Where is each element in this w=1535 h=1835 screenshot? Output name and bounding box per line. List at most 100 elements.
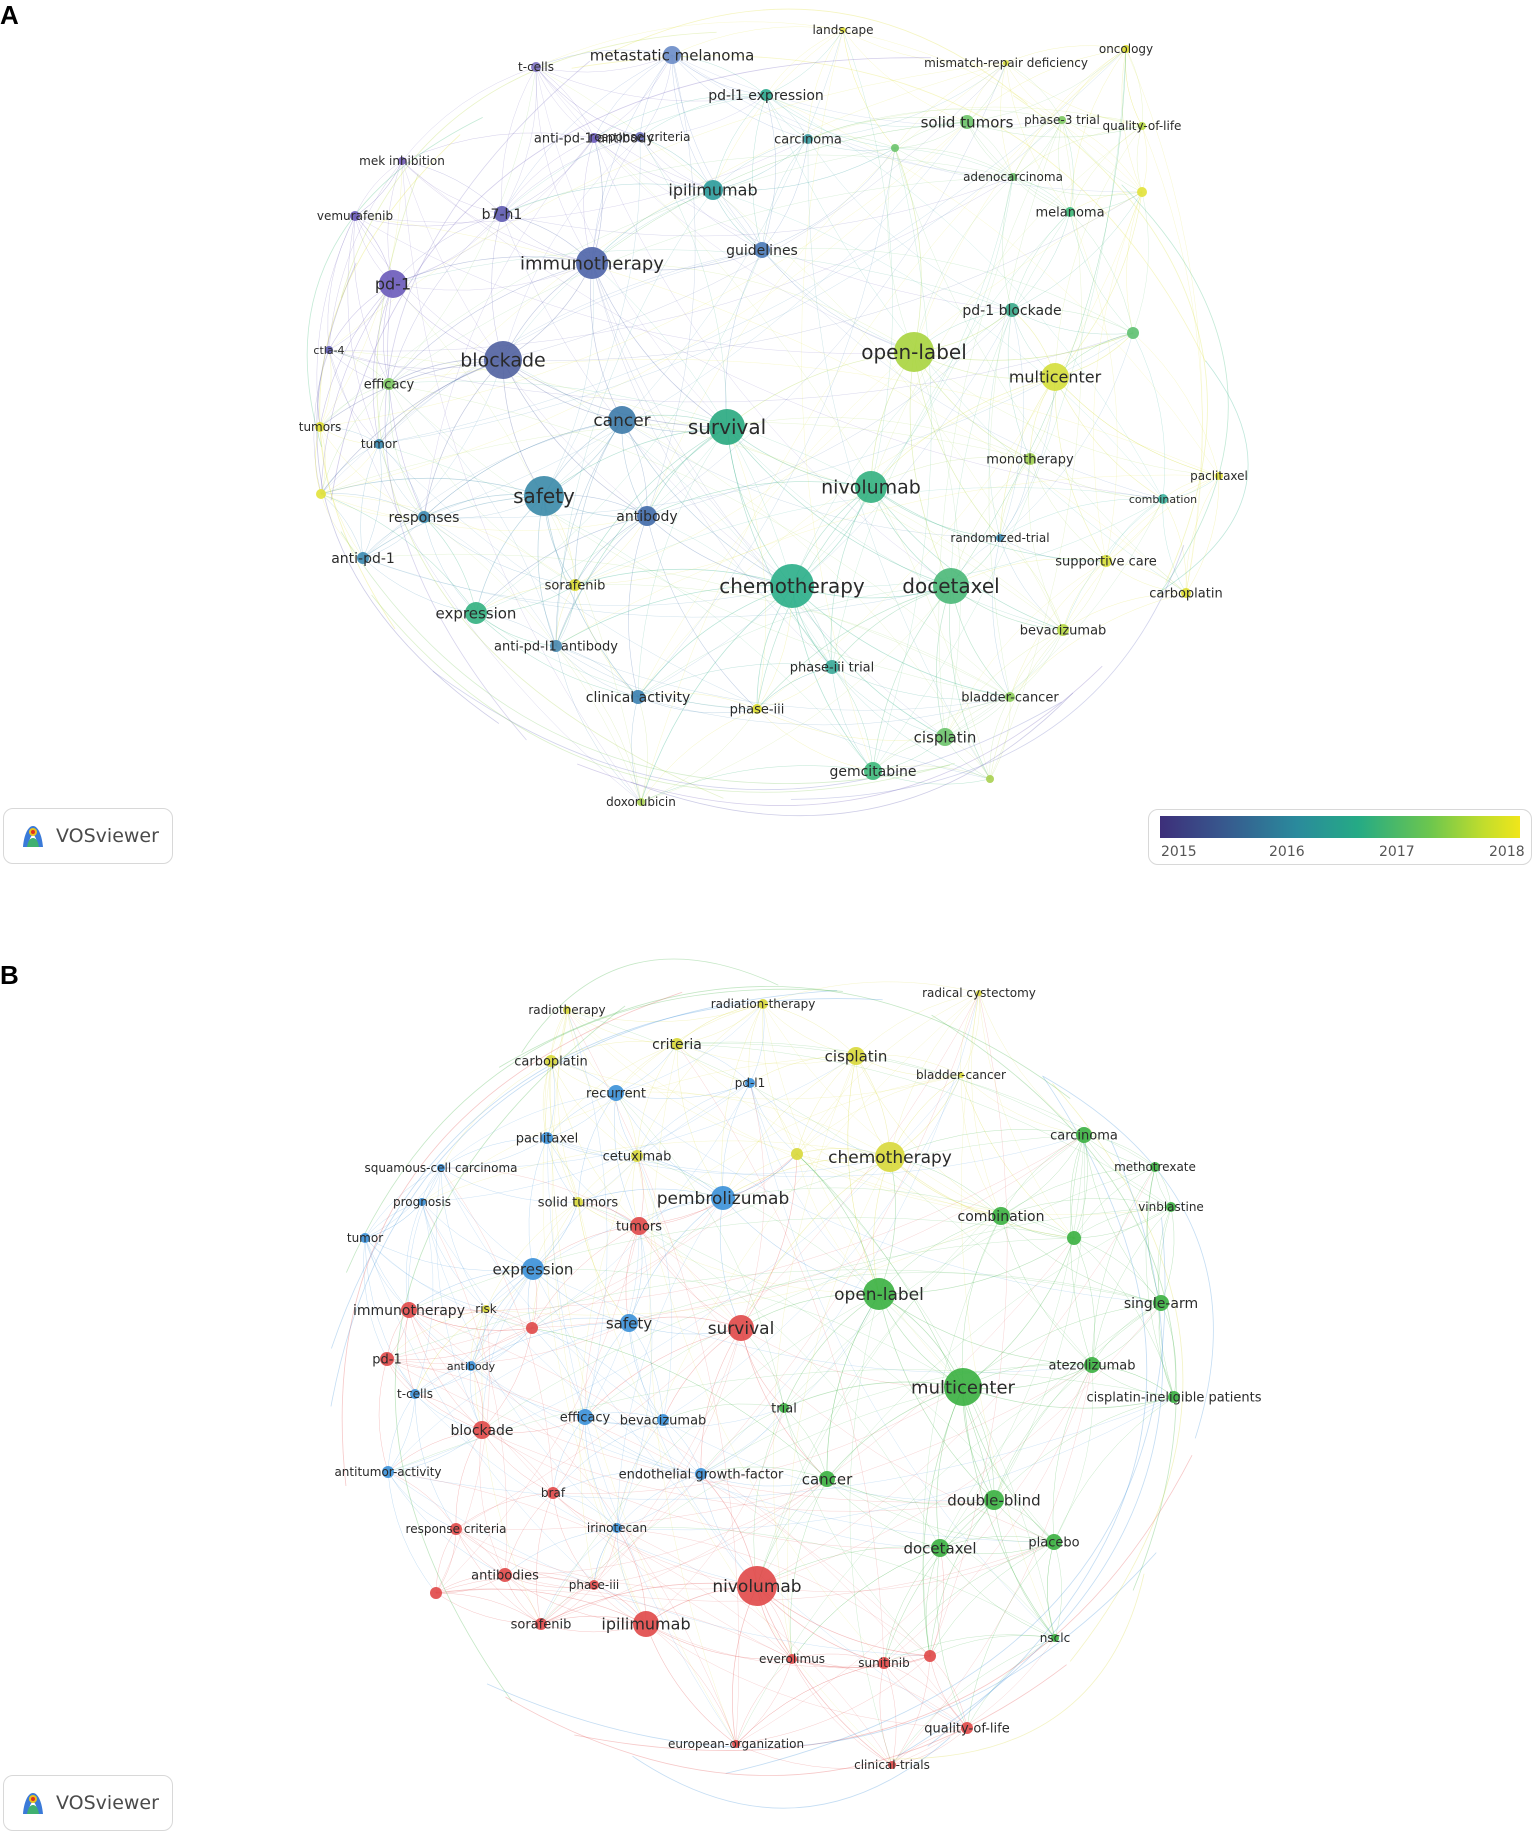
node-antibody[interactable] bbox=[466, 1361, 476, 1371]
node-cisplatin[interactable] bbox=[847, 1047, 865, 1065]
node-survival[interactable] bbox=[728, 1315, 754, 1341]
node-unlabeled[interactable] bbox=[1127, 327, 1139, 339]
node-mek-inhibition[interactable] bbox=[398, 157, 406, 165]
node-oncology[interactable] bbox=[1122, 45, 1130, 53]
node-anti-pd-l1-antibody[interactable] bbox=[550, 640, 562, 652]
node-safety[interactable] bbox=[524, 476, 564, 516]
node-anti-pd-1[interactable] bbox=[357, 552, 369, 564]
node-unlabeled[interactable] bbox=[791, 1148, 803, 1160]
node-anti-pd-1-antibody[interactable] bbox=[589, 133, 599, 143]
node-squamous-cell-carcinoma[interactable] bbox=[437, 1164, 445, 1172]
node-sorafenib[interactable] bbox=[569, 579, 581, 591]
node-combination[interactable] bbox=[1158, 494, 1168, 504]
node-radiation-therapy[interactable] bbox=[758, 999, 768, 1009]
node-pd-l1[interactable] bbox=[745, 1078, 755, 1088]
node-multicenter[interactable] bbox=[1041, 363, 1069, 391]
node-bladder-cancer[interactable] bbox=[1005, 692, 1015, 702]
node-gemcitabine[interactable] bbox=[864, 762, 882, 780]
node-prognosis[interactable] bbox=[418, 1198, 426, 1206]
node-antibody[interactable] bbox=[637, 506, 657, 526]
node-doxorubicin[interactable] bbox=[637, 798, 645, 806]
node-phase-iii[interactable] bbox=[589, 1580, 599, 1590]
node-phase-iii[interactable] bbox=[752, 704, 762, 714]
node-nivolumab[interactable] bbox=[737, 1566, 777, 1606]
node-risk[interactable] bbox=[482, 1305, 490, 1313]
node-landscape[interactable] bbox=[840, 27, 846, 33]
node-recurrent[interactable] bbox=[608, 1085, 624, 1101]
node-clinical-trials[interactable] bbox=[888, 1761, 896, 1769]
node-pembrolizumab[interactable] bbox=[711, 1186, 735, 1210]
node-pd-1-blockade[interactable] bbox=[1005, 303, 1019, 317]
node-everolimus[interactable] bbox=[787, 1654, 797, 1664]
node-b7-h1[interactable] bbox=[494, 206, 510, 222]
node-clinical-activity[interactable] bbox=[631, 690, 645, 704]
node-trial[interactable] bbox=[779, 1403, 789, 1413]
node-tumors[interactable] bbox=[315, 422, 325, 432]
node-paclitaxel[interactable] bbox=[1215, 472, 1223, 480]
node-response-criteria[interactable] bbox=[635, 132, 645, 142]
node-nivolumab[interactable] bbox=[855, 471, 887, 503]
node-quality-of-life[interactable] bbox=[961, 1722, 973, 1734]
node-ipilimumab[interactable] bbox=[703, 180, 723, 200]
node-radiotherapy[interactable] bbox=[563, 1006, 571, 1014]
node-tumors[interactable] bbox=[630, 1217, 648, 1235]
node-carboplatin[interactable] bbox=[1181, 588, 1191, 598]
node-placebo[interactable] bbox=[1046, 1534, 1062, 1550]
node-combination[interactable] bbox=[992, 1207, 1010, 1225]
node-unlabeled[interactable] bbox=[430, 1587, 442, 1599]
node-double-blind[interactable] bbox=[984, 1490, 1004, 1510]
node-response-criteria[interactable] bbox=[450, 1523, 462, 1535]
node-solid-tumors[interactable] bbox=[573, 1197, 583, 1207]
node-unlabeled[interactable] bbox=[891, 144, 899, 152]
node-cancer[interactable] bbox=[819, 1471, 835, 1487]
node-phase-3-trial[interactable] bbox=[1058, 116, 1066, 124]
node-docetaxel[interactable] bbox=[933, 568, 969, 604]
node-pd-1[interactable] bbox=[380, 1352, 394, 1366]
node-t-cells[interactable] bbox=[410, 1389, 420, 1399]
node-radical-cystectomy[interactable] bbox=[976, 990, 982, 996]
node-unlabeled[interactable] bbox=[1137, 187, 1147, 197]
node-expression[interactable] bbox=[522, 1258, 544, 1280]
node-safety[interactable] bbox=[620, 1314, 638, 1332]
node-ipilimumab[interactable] bbox=[633, 1611, 659, 1637]
node-mismatch-repair-deficiency[interactable] bbox=[1003, 60, 1009, 66]
node-unlabeled[interactable] bbox=[924, 1650, 936, 1662]
node-t-cells[interactable] bbox=[531, 62, 541, 72]
node-guidelines[interactable] bbox=[754, 242, 770, 258]
node-responses[interactable] bbox=[418, 511, 430, 523]
node-blockade[interactable] bbox=[473, 1421, 491, 1439]
node-bevacizumab[interactable] bbox=[657, 1414, 669, 1426]
node-sorafenib[interactable] bbox=[535, 1618, 547, 1630]
node-bladder-cancer[interactable] bbox=[958, 1072, 964, 1078]
node-adenocarcinoma[interactable] bbox=[1009, 173, 1017, 181]
node-pd-l1-expression[interactable] bbox=[760, 89, 772, 101]
node-immunotherapy[interactable] bbox=[401, 1302, 417, 1318]
node-tumor[interactable] bbox=[360, 1233, 370, 1243]
node-antitumor-activity[interactable] bbox=[382, 1466, 394, 1478]
node-survival[interactable] bbox=[709, 409, 745, 445]
node-chemotherapy[interactable] bbox=[875, 1142, 905, 1172]
node-metastatic-melanoma[interactable] bbox=[663, 46, 681, 64]
node-cetuximab[interactable] bbox=[631, 1150, 643, 1162]
node-phase-iii-trial[interactable] bbox=[825, 660, 839, 674]
node-monotherapy[interactable] bbox=[1024, 453, 1036, 465]
node-multicenter[interactable] bbox=[944, 1368, 982, 1406]
node-pd-1[interactable] bbox=[379, 270, 407, 298]
node-carboplatin[interactable] bbox=[545, 1055, 557, 1067]
node-open-label[interactable] bbox=[863, 1278, 895, 1310]
node-endothelial-growth-factor[interactable] bbox=[695, 1468, 707, 1480]
node-vinblastine[interactable] bbox=[1166, 1202, 1176, 1212]
node-braf[interactable] bbox=[547, 1487, 559, 1499]
node-unlabeled[interactable] bbox=[986, 775, 994, 783]
node-unlabeled[interactable] bbox=[1067, 1231, 1081, 1245]
node-unlabeled[interactable] bbox=[316, 489, 326, 499]
node-tumor[interactable] bbox=[374, 439, 384, 449]
node-nsclc[interactable] bbox=[1051, 1634, 1059, 1642]
node-cisplatin[interactable] bbox=[936, 728, 954, 746]
node-efficacy[interactable] bbox=[383, 378, 395, 390]
node-supportive-care[interactable] bbox=[1100, 555, 1112, 567]
node-docetaxel[interactable] bbox=[931, 1539, 949, 1557]
node-atezolizumab[interactable] bbox=[1084, 1357, 1100, 1373]
node-randomized-trial[interactable] bbox=[996, 534, 1004, 542]
node-unlabeled[interactable] bbox=[526, 1322, 538, 1334]
